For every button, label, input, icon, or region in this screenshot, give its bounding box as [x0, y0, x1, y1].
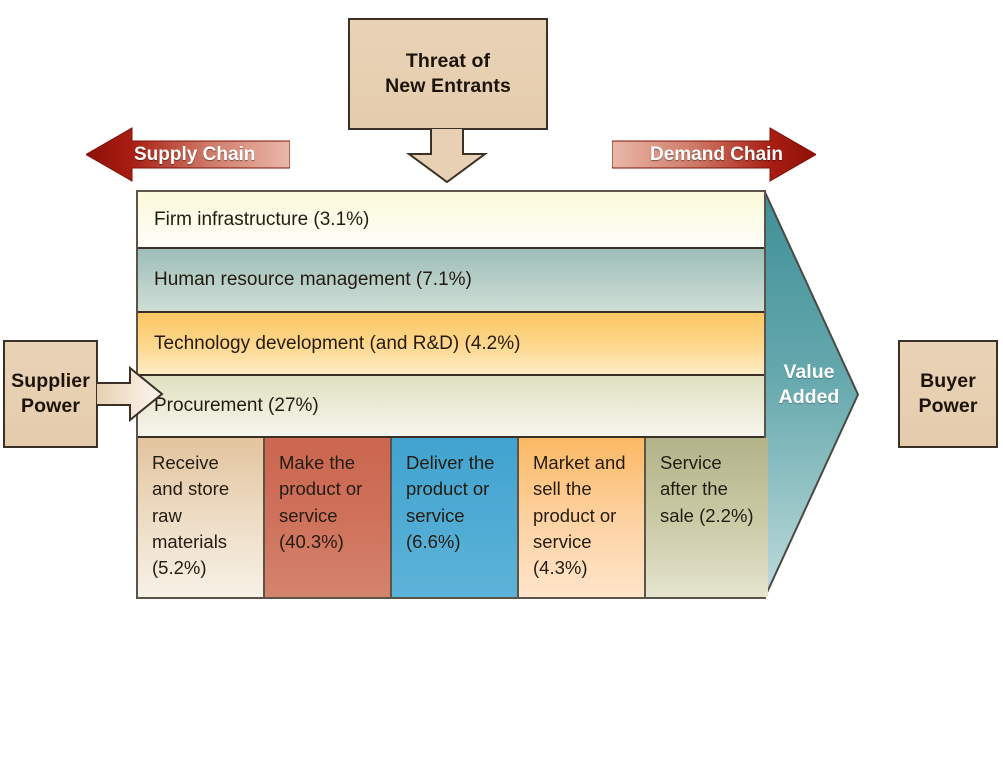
support-activity-label: Procurement (27%) — [154, 395, 319, 416]
primary-activity-marketing-and-sales: Market and sell the product or service (… — [519, 438, 646, 597]
threat-of-new-entrants-line2: New Entrants — [385, 75, 511, 97]
buyer-power-line2: Power — [918, 395, 978, 417]
support-activity-technology-development: Technology development (and R&D) (4.2%) — [138, 313, 764, 376]
primary-activity-label: Receive and store raw materials (5.2%) — [152, 452, 230, 579]
support-activity-label: Firm infrastructure (3.1%) — [154, 208, 370, 230]
primary-activity-label: Deliver the product or service (6.6%) — [406, 452, 495, 552]
primary-activity-service: Service after the sale (2.2%) — [646, 438, 768, 597]
buyer-power-line1: Buyer — [920, 369, 976, 392]
primary-activity-label: Service after the sale (2.2%) — [660, 452, 754, 526]
primary-activity-outbound-logistics: Deliver the product or service (6.6%) — [392, 438, 519, 597]
primary-activities-row: Receive and store raw materials (5.2%) M… — [138, 438, 768, 597]
buyer-power-box: Buyer Power Threat of Substitute Product… — [898, 340, 998, 448]
supply-chain-arrow — [86, 127, 290, 182]
arrow-right-icon — [96, 366, 164, 422]
value-added-arrow — [764, 190, 860, 599]
demand-chain-arrow — [612, 127, 816, 182]
support-activity-firm-infrastructure: Firm infrastructure (3.1%) — [138, 192, 764, 249]
support-activity-procurement: Procurement (27%) — [138, 376, 764, 438]
supplier-power-line1: Supplier — [11, 369, 90, 392]
value-chain-frame: Firm infrastructure (3.1%) Human resourc… — [136, 190, 768, 599]
primary-activity-operations: Make the product or service (40.3%) — [265, 438, 392, 597]
primary-activity-label: Make the product or service (40.3%) — [279, 452, 363, 552]
support-activity-human-resource-management: Human resource management (7.1%) — [138, 249, 764, 313]
arrow-down-icon — [405, 128, 489, 184]
support-activity-label: Human resource management (7.1%) — [154, 269, 472, 290]
primary-activity-inbound-logistics: Receive and store raw materials (5.2%) — [138, 438, 265, 597]
supplier-power-box: Supplier Power — [3, 340, 98, 448]
threat-of-new-entrants-box: Threat of New Entrants — [348, 18, 548, 130]
primary-activity-label: Market and sell the product or service (… — [533, 452, 626, 579]
threat-of-new-entrants-line1: Threat of — [405, 49, 491, 72]
supplier-power-line2: Power — [20, 395, 81, 417]
support-activity-label: Technology development (and R&D) (4.2%) — [154, 332, 521, 354]
